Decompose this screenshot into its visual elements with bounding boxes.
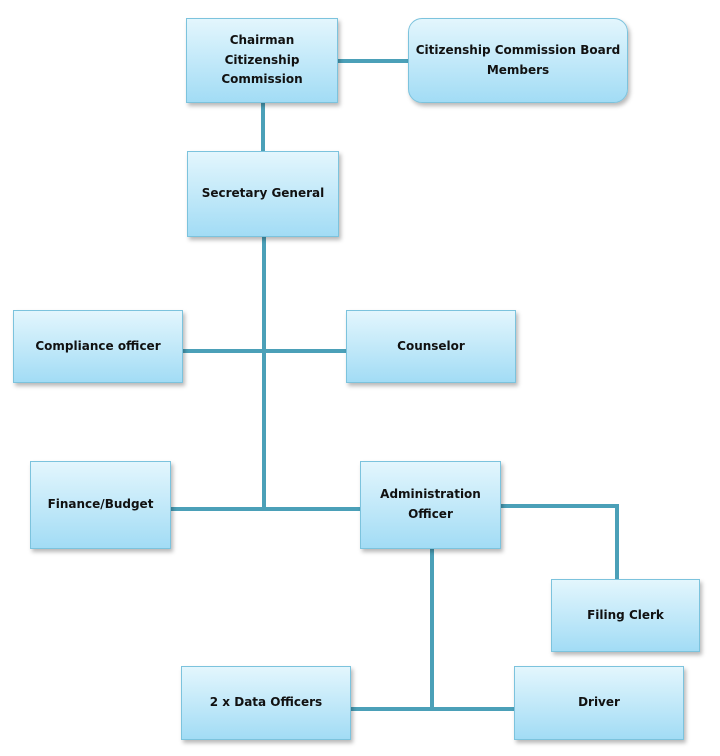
connector-admin-down: [430, 548, 434, 711]
node-finance-budget: Finance/Budget: [30, 461, 171, 549]
connector-finance-admin: [170, 507, 361, 511]
connector-compliance-counselor: [182, 349, 347, 353]
node-secretary-general-label: Secretary General: [201, 186, 325, 201]
node-compliance-officer: Compliance officer: [13, 310, 183, 383]
connector-chairman-secretary: [261, 102, 265, 152]
node-secretary-general: Secretary General: [187, 151, 339, 237]
connector-data-driver: [350, 707, 516, 711]
node-filing-clerk-label: Filing Clerk: [587, 607, 664, 622]
connector-admin-filing-h: [500, 504, 619, 508]
connector-chairman-board: [337, 59, 409, 63]
connector-main-trunk: [262, 236, 266, 509]
node-board-members-label: Citizenship Commission Board Members: [415, 42, 621, 77]
node-chairman: Chairman Citizenship Commission: [186, 18, 338, 103]
node-counselor: Counselor: [346, 310, 516, 383]
node-data-officers-label: 2 x Data Officers: [209, 695, 323, 710]
node-administration-officer-label: Administration Officer: [380, 487, 481, 521]
node-chairman-label: Chairman Citizenship Commission: [221, 32, 303, 87]
node-finance-budget-label: Finance/Budget: [47, 497, 154, 512]
node-filing-clerk: Filing Clerk: [551, 579, 700, 652]
node-compliance-officer-label: Compliance officer: [35, 338, 161, 353]
node-driver-label: Driver: [578, 695, 620, 710]
node-data-officers: 2 x Data Officers: [181, 666, 351, 740]
node-administration-officer: Administration Officer: [360, 461, 501, 549]
node-board-members: Citizenship Commission Board Members: [408, 18, 628, 103]
node-driver: Driver: [514, 666, 684, 740]
connector-admin-filing-v: [615, 504, 619, 581]
node-counselor-label: Counselor: [397, 338, 465, 353]
